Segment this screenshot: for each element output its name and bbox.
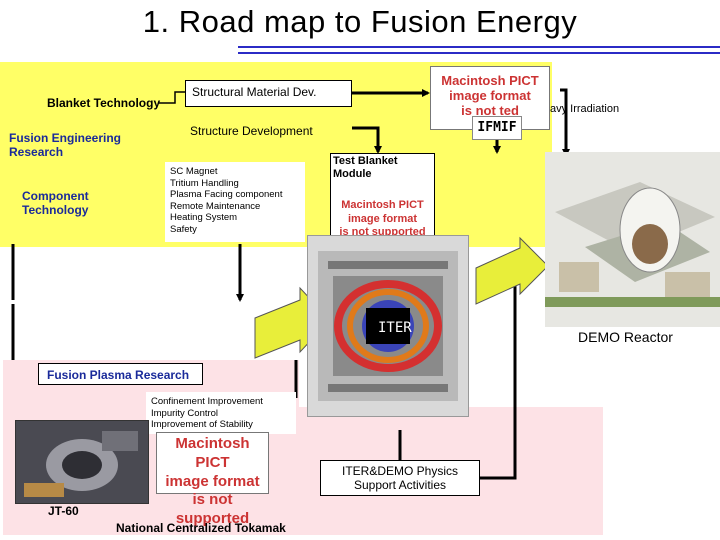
placeholder-text: is not supported [339, 225, 426, 238]
fusion-engineering-label: Fusion Engineering Research [9, 131, 122, 160]
demo-plant-drawing [545, 182, 720, 307]
test-blanket-module-label: Test Blanket Module [333, 155, 398, 181]
improvement-item: Impurity Control [151, 407, 219, 419]
tech-item: Plasma Facing component [170, 189, 283, 201]
tech-item: Heating System [170, 212, 238, 224]
demo-reactor-illustration [545, 152, 720, 327]
national-tokamak-image-placeholder: Macintosh PICT image format is not suppo… [156, 432, 269, 527]
technology-list-box: SC Magnet Tritium Handling Plasma Facing… [165, 162, 305, 242]
placeholder-text: Macintosh PICT [175, 435, 250, 471]
iter-tokamak-drawing [318, 251, 458, 401]
jt60-label: JT-60 [48, 504, 79, 518]
heavy-irradiation-label: avy Irradiation [550, 103, 620, 115]
structural-material-box: Structural Material Dev. [185, 80, 352, 107]
placeholder-text: image format [449, 87, 531, 103]
national-tokamak-label: National Centralized Tokamak [116, 521, 286, 535]
placeholder-text: is not supported [175, 491, 250, 527]
physics-support-box: ITER&DEMO Physics Support Activities [320, 460, 480, 496]
ifmif-label: IFMIF [472, 116, 522, 140]
jt60-drawing [16, 421, 148, 503]
placeholder-text: image format [347, 212, 418, 225]
component-technology-label: Component Technology [22, 189, 89, 218]
title-rule-bottom [238, 52, 720, 54]
tech-item: Safety [170, 223, 197, 235]
fusion-plasma-research-label: Fusion Plasma Research [38, 363, 203, 385]
placeholder-text: Macintosh PICT [441, 73, 539, 88]
jt60-photo [15, 420, 149, 504]
iter-label: ITER [378, 320, 412, 336]
iter-illustration: ITER [307, 235, 469, 417]
tech-item: SC Magnet [170, 166, 218, 177]
title-rule-top [238, 46, 720, 48]
page-title: 1. Road map to Fusion Energy [142, 4, 578, 39]
tech-item: Remote Maintenance [170, 200, 261, 212]
blanket-technology-label: Blanket Technology [47, 96, 161, 110]
demo-reactor-label: DEMO Reactor [578, 329, 673, 345]
plasma-improvements-box: Confinement Improvement Impurity Control… [146, 392, 296, 434]
improvement-item: Confinement Improvement [151, 396, 263, 407]
test-blanket-image-placeholder: Macintosh PICT image format is not suppo… [331, 199, 434, 239]
placeholder-text: is not ted [461, 102, 519, 118]
placeholder-text: image format [165, 472, 260, 490]
tech-item: Tritium Handling [170, 177, 239, 189]
improvement-item: Improvement of Stability [151, 419, 253, 431]
placeholder-text: Macintosh PICT [341, 199, 424, 212]
structure-development-label: Structure Development [190, 124, 313, 138]
